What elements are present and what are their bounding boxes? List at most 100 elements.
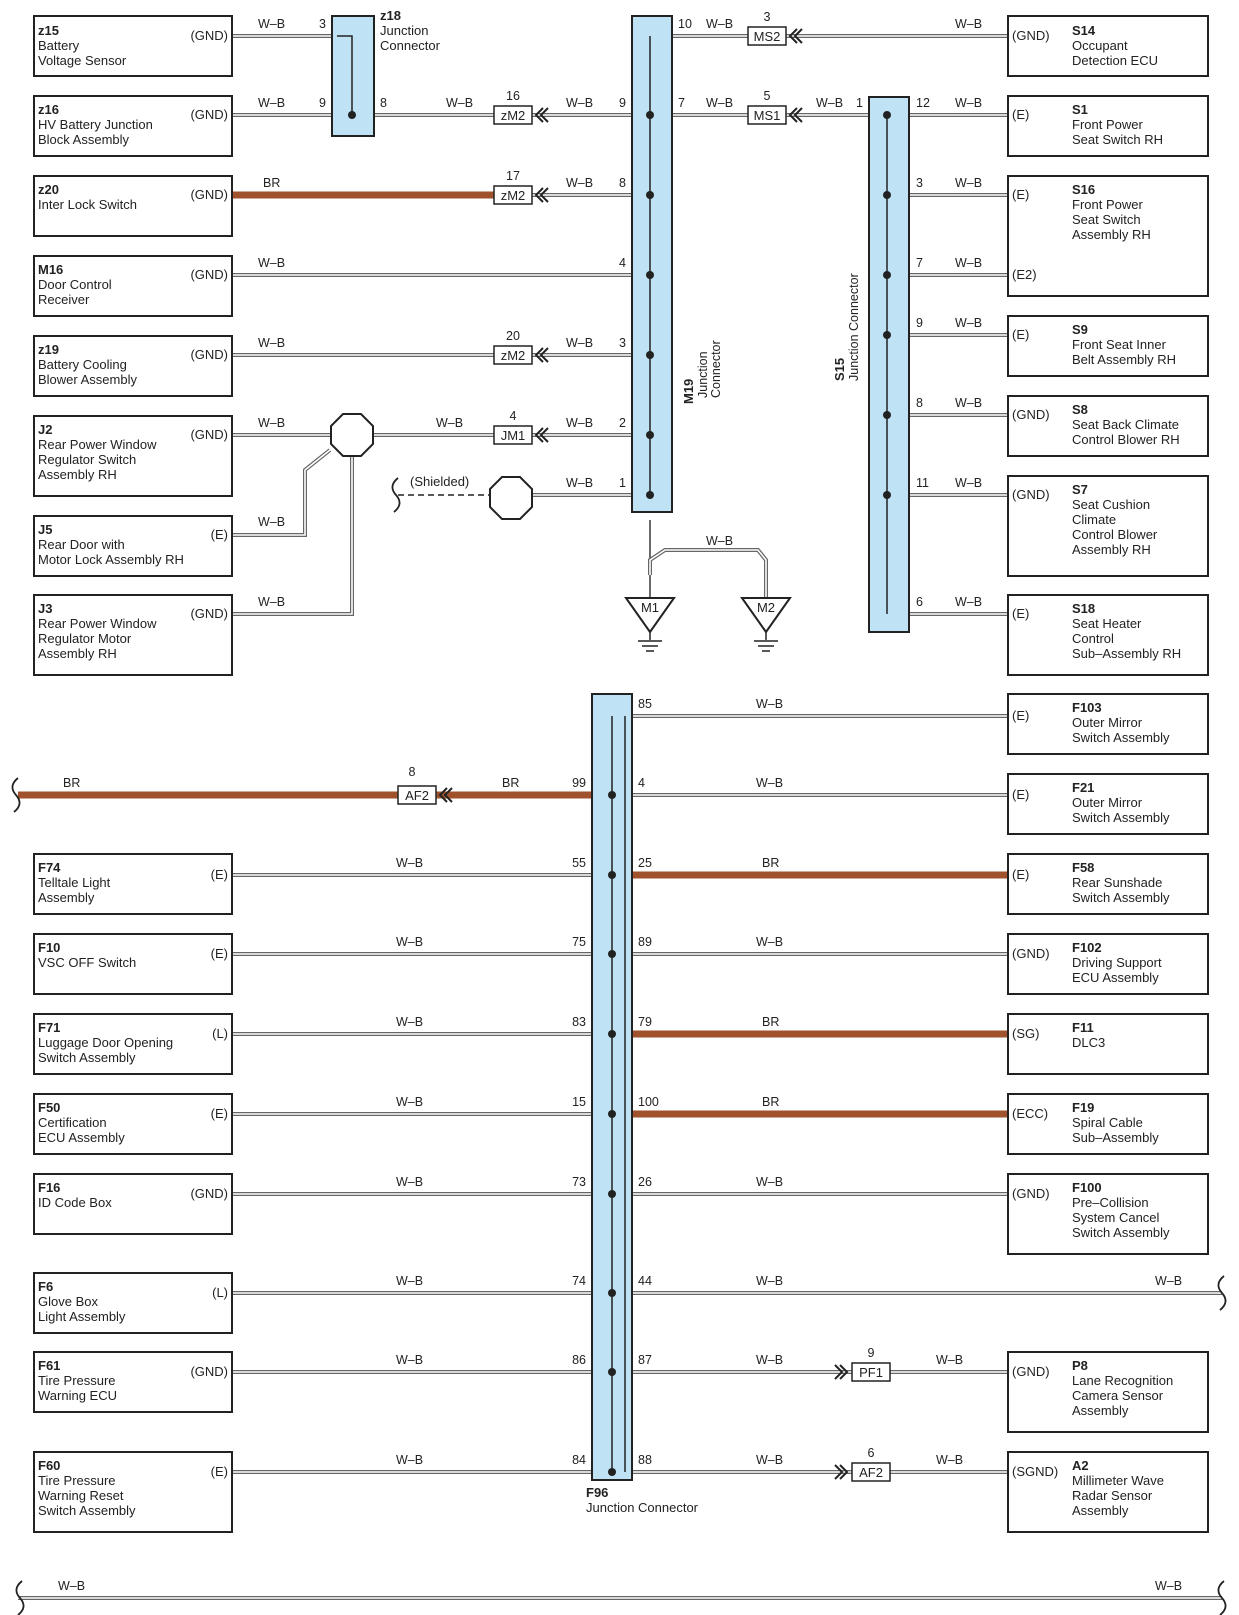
terminal-label: (E) xyxy=(1012,327,1029,342)
ground-icon xyxy=(624,597,676,634)
svg-text:W–B: W–B xyxy=(566,96,593,110)
svg-text:4: 4 xyxy=(619,256,626,270)
component-id: z19 xyxy=(38,342,59,357)
svg-text:W–B: W–B xyxy=(955,316,982,330)
shield-joints xyxy=(330,413,533,520)
component-name: Rear Power Window xyxy=(38,616,157,631)
component-name: Rear Power Window xyxy=(38,437,157,452)
connector-name: zM2 xyxy=(501,188,526,203)
component-name: Lane Recognition xyxy=(1072,1373,1173,1388)
connector-pin: 16 xyxy=(506,89,520,103)
svg-text:W–B: W–B xyxy=(706,96,733,110)
wire xyxy=(232,449,331,536)
terminal-label: (E2) xyxy=(1012,267,1037,282)
connector-name: AF2 xyxy=(405,788,429,803)
terminal-label: (E) xyxy=(211,867,228,882)
svg-text:88: 88 xyxy=(638,1453,652,1467)
junction-name: Junction xyxy=(380,23,428,38)
component-name: Regulator Switch xyxy=(38,452,136,467)
component-name: ID Code Box xyxy=(38,1195,112,1210)
component-name: Detection ECU xyxy=(1072,53,1158,68)
component-name: Block Assembly xyxy=(38,132,130,147)
component-name: Warning Reset xyxy=(38,1488,124,1503)
component-name: Switch Assembly xyxy=(1072,810,1170,825)
terminal-label: (L) xyxy=(212,1026,228,1041)
component-id: F16 xyxy=(38,1180,60,1195)
inline-connectors: MS2 3 MS1 5 zM2 16 zM2 17 zM2 20 JM1 4 A… xyxy=(397,10,891,1482)
component-id: F21 xyxy=(1072,780,1094,795)
svg-text:W–B: W–B xyxy=(756,1453,783,1467)
component-name: Tire Pressure xyxy=(38,1373,116,1388)
component-id: F10 xyxy=(38,940,60,955)
wire-color-labels: W–B W–B BR W–B W–B W–B W–B W–B W–B W–B W… xyxy=(58,17,1182,1593)
svg-text:W–B: W–B xyxy=(756,1274,783,1288)
svg-text:W–B: W–B xyxy=(955,595,982,609)
svg-text:W–B: W–B xyxy=(566,336,593,350)
svg-text:99: 99 xyxy=(572,776,586,790)
terminal-label: (E) xyxy=(211,527,228,542)
component-id: S9 xyxy=(1072,322,1088,337)
svg-text:W–B: W–B xyxy=(396,1095,423,1109)
component-id: S16 xyxy=(1072,182,1095,197)
component-id: J3 xyxy=(38,601,52,616)
component-id: S1 xyxy=(1072,102,1088,117)
connector-pin: 3 xyxy=(764,10,771,24)
ground-label: M1 xyxy=(641,600,659,615)
terminal-label: (SGND) xyxy=(1012,1464,1058,1479)
connector-pin: 8 xyxy=(409,765,416,779)
terminal-label: (E) xyxy=(1012,187,1029,202)
terminal-label: (E) xyxy=(211,1464,228,1479)
component-name: Switch Assembly xyxy=(1072,1225,1170,1240)
svg-text:BR: BR xyxy=(263,176,280,190)
svg-text:W–B: W–B xyxy=(566,176,593,190)
terminal-label: (E) xyxy=(1012,787,1029,802)
component-id: S14 xyxy=(1072,23,1096,38)
shielded-label: (Shielded) xyxy=(410,474,469,489)
svg-text:BR: BR xyxy=(502,776,519,790)
component-name: Seat Cushion xyxy=(1072,497,1150,512)
svg-text:3: 3 xyxy=(916,176,923,190)
component-name: Voltage Sensor xyxy=(38,53,127,68)
svg-text:W–B: W–B xyxy=(955,396,982,410)
svg-text:W–B: W–B xyxy=(936,1453,963,1467)
component-id: F74 xyxy=(38,860,61,875)
svg-text:44: 44 xyxy=(638,1274,652,1288)
svg-text:6: 6 xyxy=(916,595,923,609)
component-name: Certification xyxy=(38,1115,107,1130)
svg-text:W–B: W–B xyxy=(258,416,285,430)
component-name: Control Blower xyxy=(1072,527,1158,542)
component-name: Switch Assembly xyxy=(38,1503,136,1518)
connector-name: MS2 xyxy=(754,29,781,44)
terminal-label: (GND) xyxy=(190,1186,228,1201)
component-name: Assembly xyxy=(38,890,95,905)
connector-pin: 4 xyxy=(510,409,517,423)
svg-text:8: 8 xyxy=(380,96,387,110)
component-name: Control Blower RH xyxy=(1072,432,1180,447)
ground-label: M2 xyxy=(757,600,775,615)
connector-pin: 9 xyxy=(868,1346,875,1360)
component-id: S8 xyxy=(1072,402,1088,417)
svg-text:W–B: W–B xyxy=(58,1579,85,1593)
component-name: Occupant xyxy=(1072,38,1128,53)
terminal-label: (E) xyxy=(1012,107,1029,122)
junction-name: Connector xyxy=(380,38,441,53)
component-id: F103 xyxy=(1072,700,1102,715)
junction-name: Junction Connector xyxy=(847,273,861,381)
component-id: z20 xyxy=(38,182,59,197)
svg-text:W–B: W–B xyxy=(936,1353,963,1367)
component-name: Assembly RH xyxy=(38,646,117,661)
svg-text:W–B: W–B xyxy=(566,476,593,490)
terminal-label: (GND) xyxy=(1012,1364,1050,1379)
svg-text:4: 4 xyxy=(638,776,645,790)
svg-text:26: 26 xyxy=(638,1175,652,1189)
svg-text:BR: BR xyxy=(762,856,779,870)
connector-name: zM2 xyxy=(501,108,526,123)
svg-text:12: 12 xyxy=(916,96,930,110)
component-id: F6 xyxy=(38,1279,53,1294)
svg-text:W–B: W–B xyxy=(396,1274,423,1288)
component-boxes xyxy=(33,15,1209,1533)
svg-text:W–B: W–B xyxy=(396,1175,423,1189)
wire xyxy=(649,549,767,598)
component-name: Seat Switch xyxy=(1072,212,1141,227)
